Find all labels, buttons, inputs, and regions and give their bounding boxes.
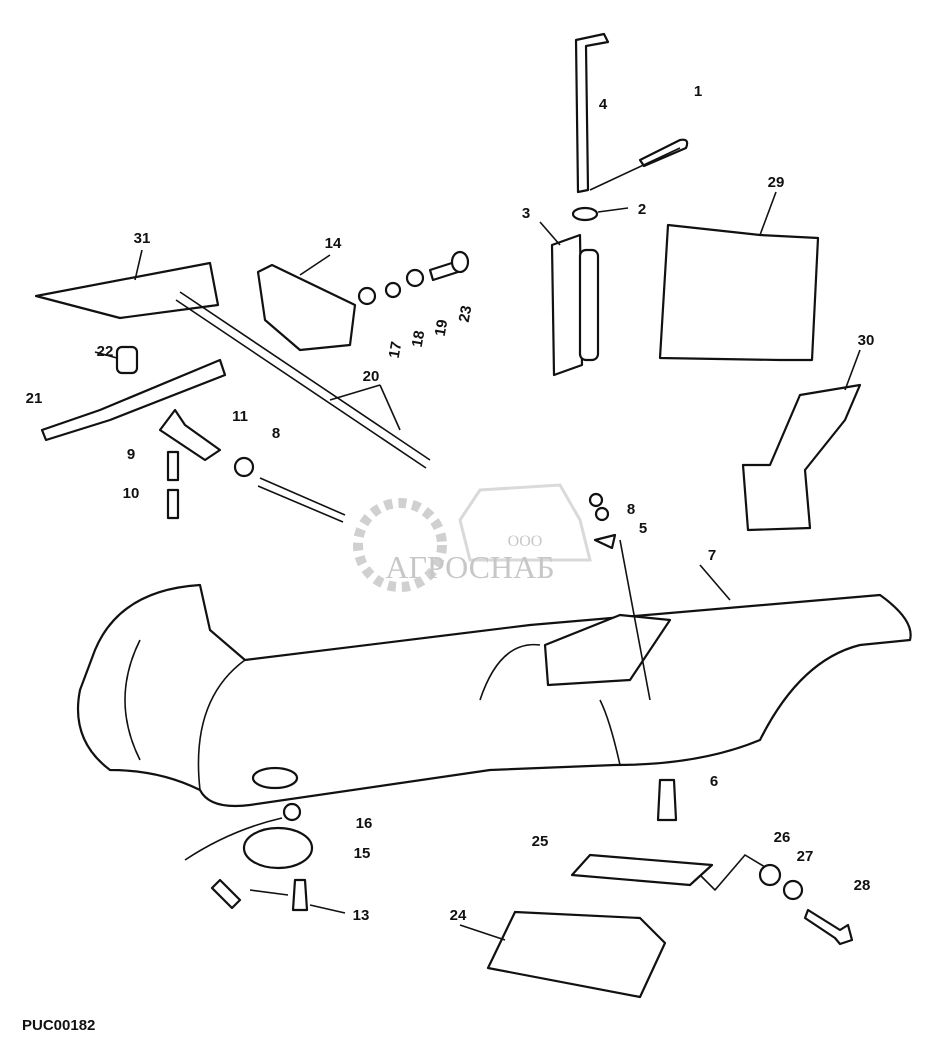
tube-part-7 [76, 583, 912, 808]
callout-25: 25 [532, 833, 549, 850]
callout-14: 14 [325, 235, 342, 252]
callout-8-a: 8 [272, 425, 280, 442]
diagram-code: PUC00182 [22, 1017, 96, 1034]
bushing-part-22 [115, 345, 139, 375]
hinge-part-3 [550, 233, 584, 377]
callout-26: 26 [774, 829, 791, 846]
callout-28: 28 [854, 877, 871, 894]
block-part-24 [486, 910, 667, 999]
watermark-name: АГРОСНАБ [385, 549, 554, 585]
bracket-part-14 [256, 263, 357, 352]
callout-labels: 1 2 3 4 29 30 31 14 22 21 20 17 18 19 23… [26, 83, 875, 924]
nut-set-part-8 [588, 492, 617, 550]
nut-part-26 [758, 863, 782, 887]
callout-16: 16 [356, 815, 373, 832]
callout-2: 2 [638, 201, 646, 218]
callout-6: 6 [710, 773, 718, 790]
pin-part-10 [166, 488, 180, 520]
callout-15: 15 [354, 845, 371, 862]
callout-7: 7 [708, 547, 716, 564]
callout-8-b: 8 [627, 501, 635, 518]
callout-17: 17 [386, 340, 406, 359]
callout-9: 9 [127, 446, 135, 463]
bracket-part-29 [658, 223, 820, 362]
watermark-logo: ООО АГРОСНАБ [353, 483, 592, 592]
knife-part-21 [40, 358, 227, 442]
callout-19: 19 [432, 318, 452, 337]
washer-part-27 [782, 879, 804, 901]
bracket-part-30 [741, 383, 862, 532]
cotter-pin-part-1 [638, 138, 689, 168]
callout-18: 18 [409, 329, 429, 348]
plate-part-31 [34, 261, 220, 320]
callout-20: 20 [363, 368, 380, 385]
callout-31: 31 [134, 230, 151, 247]
pin-part-9 [166, 450, 180, 482]
rod-part-4 [574, 32, 610, 194]
callout-1: 1 [694, 83, 702, 100]
callout-22: 22 [97, 343, 114, 360]
callout-11: 11 [232, 408, 248, 425]
callout-4: 4 [599, 96, 608, 113]
callout-3: 3 [522, 205, 530, 222]
washer-part-2 [571, 206, 599, 222]
rod-part-20 [175, 291, 431, 469]
nut-part-16 [282, 802, 302, 822]
bolt-part-28 [803, 908, 854, 946]
callout-23: 23 [456, 304, 476, 323]
fastener-set [357, 250, 470, 306]
bolt-part-11 [158, 408, 222, 462]
bolt-part-6 [656, 778, 678, 822]
callout-5: 5 [639, 520, 647, 537]
callout-13: 13 [353, 907, 370, 924]
nut-part-8 [233, 456, 255, 478]
cover-part-15 [242, 826, 314, 870]
callout-27: 27 [797, 848, 814, 865]
screw-part-13-b [291, 878, 309, 912]
callout-29: 29 [768, 174, 785, 191]
watermark-prefix: ООО [508, 533, 543, 550]
callout-10: 10 [123, 485, 140, 502]
screw-part-13-a [210, 878, 242, 910]
callout-24: 24 [450, 907, 467, 924]
callout-21: 21 [26, 390, 43, 407]
callout-30: 30 [858, 332, 875, 349]
plate-part-25 [570, 853, 714, 887]
